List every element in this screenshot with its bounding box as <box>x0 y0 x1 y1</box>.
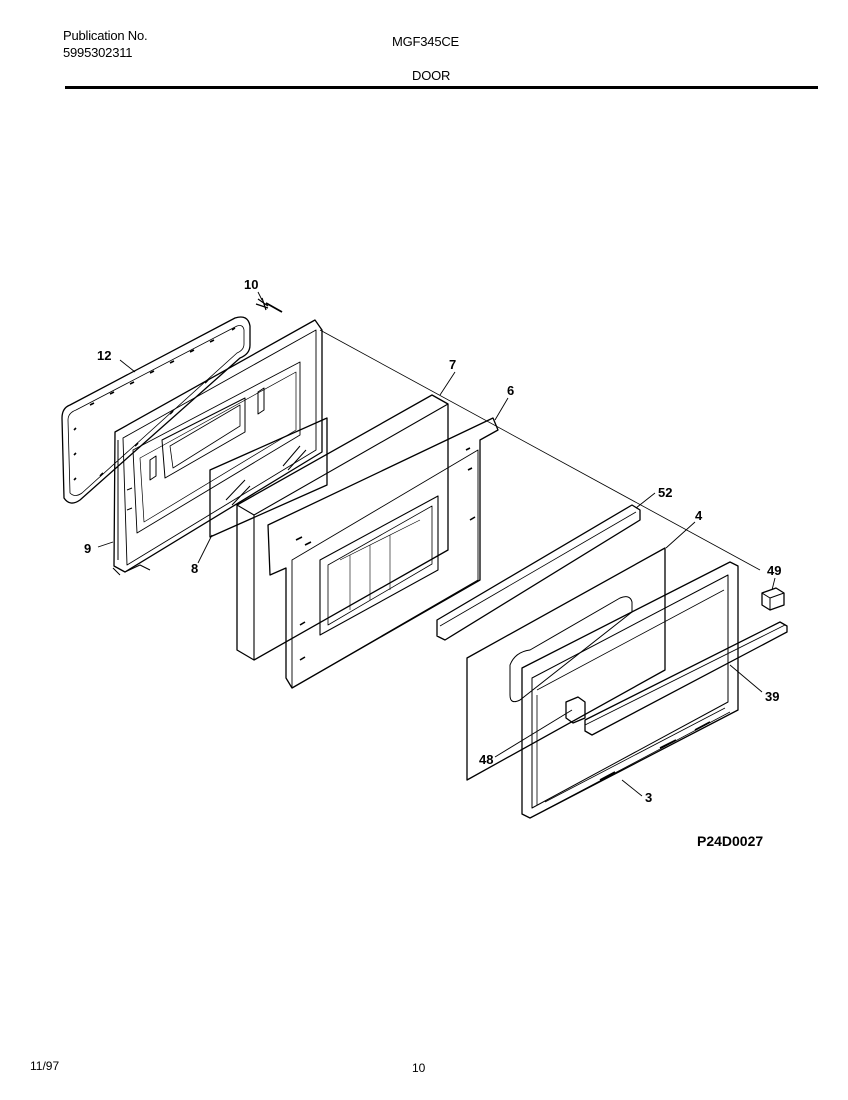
callout-labels: 10 12 7 6 52 4 49 9 8 39 48 3 <box>84 277 781 805</box>
callout-49: 49 <box>767 563 781 578</box>
section-title: DOOR <box>412 68 451 83</box>
header-rule <box>65 86 818 89</box>
callout-12: 12 <box>97 348 111 363</box>
door-liner-part-9 <box>112 319 323 576</box>
callout-3: 3 <box>645 790 652 805</box>
callout-48: 48 <box>479 752 493 767</box>
model-number: MGF345CE <box>392 34 460 49</box>
alignment-line <box>319 329 761 571</box>
callout-4: 4 <box>695 508 703 523</box>
callout-10: 10 <box>244 277 258 292</box>
outer-door-frame-part-3 <box>521 561 739 819</box>
callout-52: 52 <box>658 485 672 500</box>
callout-8: 8 <box>191 561 198 576</box>
page-number: 10 <box>412 1061 426 1075</box>
insulation-part-7 <box>236 394 449 661</box>
outer-glass-part-4 <box>466 547 666 781</box>
clip-part-48 <box>565 696 586 724</box>
publication-label: Publication No. <box>63 28 148 43</box>
door-channel-part-52 <box>436 504 641 641</box>
bracket-part-49 <box>761 587 785 611</box>
door-gasket-part-12 <box>61 316 251 504</box>
callout-7: 7 <box>449 357 456 372</box>
callout-6: 6 <box>507 383 514 398</box>
trim-part-39 <box>584 621 788 736</box>
leader-lines <box>97 291 776 797</box>
callout-39: 39 <box>765 689 779 704</box>
callout-9: 9 <box>84 541 91 556</box>
drawing-code: P24D0027 <box>697 833 764 849</box>
screw-part-10 <box>255 297 283 313</box>
window-glass-part-8 <box>209 417 328 538</box>
footer-date: 11/97 <box>30 1059 60 1073</box>
inner-door-panel-part-6 <box>267 417 499 689</box>
publication-number: 5995302311 <box>63 45 133 60</box>
